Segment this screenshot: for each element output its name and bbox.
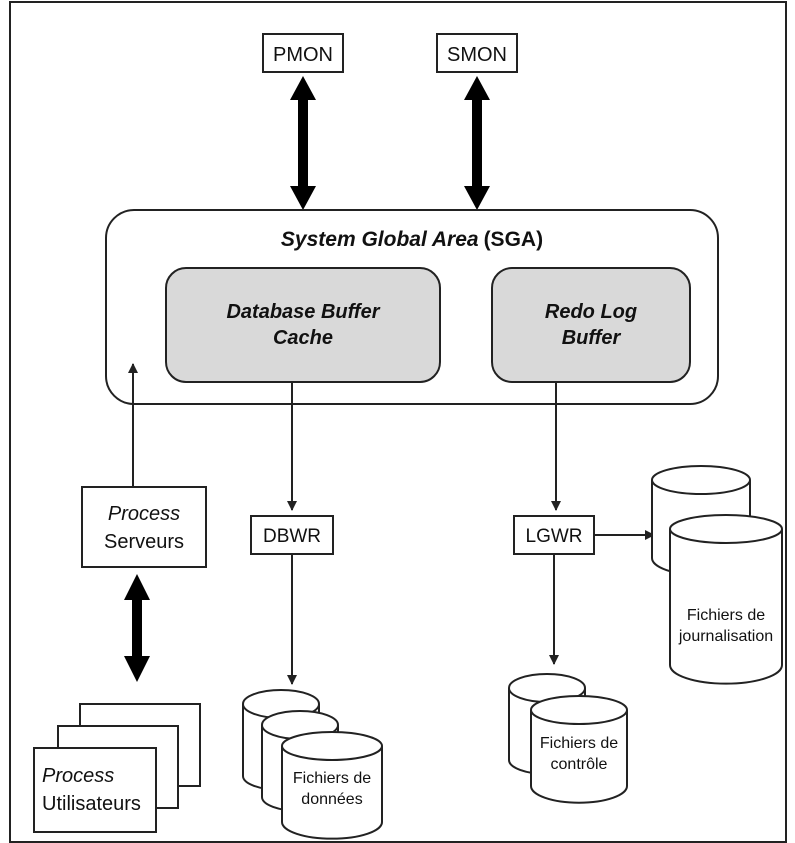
process-serveurs-box: Process Serveurs (81, 486, 207, 568)
control-files-line2: contrôle (551, 756, 608, 773)
dbwr-label: DBWR (263, 526, 321, 547)
buffer-cache-line1: Database Buffer (226, 301, 380, 323)
sga-title: System Global Area(SGA) (281, 228, 543, 251)
process-serveurs-line2: Serveurs (104, 531, 184, 553)
data-files-line1: Fichiers de (293, 770, 371, 787)
dbwr-box: DBWR (250, 515, 334, 555)
control-files-cylinders: Fichiers de contrôle (508, 673, 628, 804)
control-files-line1: Fichiers de (540, 735, 618, 752)
process-utilisateurs-stack: Process Utilisateurs (33, 703, 201, 833)
redo-log-buffer-box: Redo Log Buffer (491, 267, 691, 383)
log-files-line1: Fichiers de (687, 607, 765, 624)
pmon-box: PMON (262, 33, 344, 73)
process-utilisateurs-line1: Process (42, 765, 114, 787)
smon-sga-arrow (464, 76, 490, 210)
diagram-frame (9, 1, 787, 843)
redo-log-line1: Redo Log (545, 301, 637, 323)
redo-log-line2: Buffer (562, 327, 622, 349)
smon-box: SMON (436, 33, 518, 73)
data-files-cylinders: Fichiers de données (242, 689, 383, 840)
serveurs-utilisateurs-arrow (124, 574, 150, 682)
buffer-cache-line2: Cache (273, 327, 333, 349)
lgwr-box: LGWR (513, 515, 595, 555)
smon-label: SMON (447, 44, 507, 66)
pmon-sga-arrow (290, 76, 316, 210)
process-serveurs-line1: Process (108, 503, 180, 525)
lgwr-label: LGWR (526, 526, 583, 547)
database-buffer-cache-box: Database Buffer Cache (165, 267, 441, 383)
log-files-line2: journalisation (678, 628, 773, 645)
process-utilisateurs-line2: Utilisateurs (42, 793, 141, 815)
data-files-line2: données (301, 791, 362, 808)
pmon-label: PMON (273, 44, 333, 66)
log-files-cylinders: Fichiers de journalisation (651, 465, 783, 685)
